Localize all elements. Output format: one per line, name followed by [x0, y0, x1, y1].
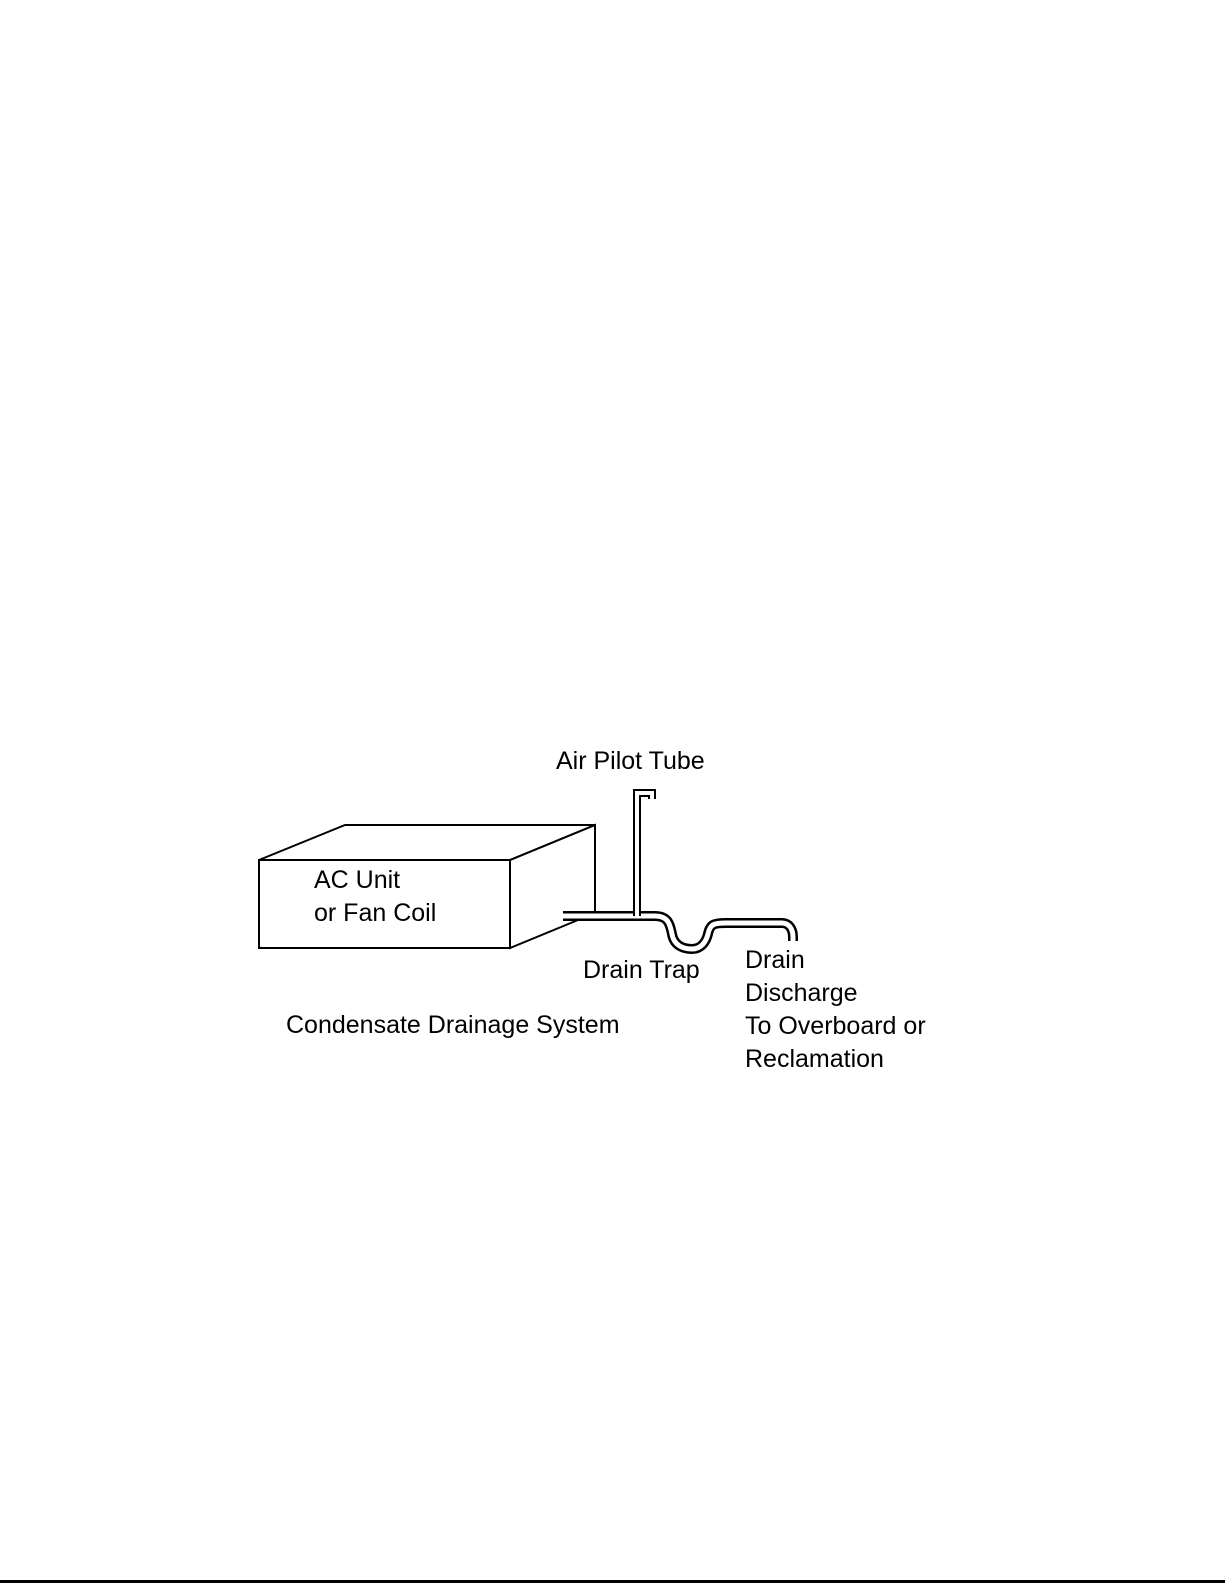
air-pilot-tube [637, 793, 652, 916]
ac-unit-side-face [510, 825, 595, 948]
diagram-caption: Condensate Drainage System [286, 1009, 620, 1042]
ac-unit-top-face [259, 825, 595, 860]
drain-discharge-label-line1: Drain [745, 944, 926, 977]
drain-discharge-label: Drain Discharge To Overboard or Reclamat… [745, 944, 926, 1076]
drain-discharge-label-line4: Reclamation [745, 1043, 926, 1076]
ac-unit-label-line2: or Fan Coil [314, 897, 436, 930]
drain-discharge-label-line3: To Overboard or [745, 1010, 926, 1043]
ac-unit-label: AC Unit or Fan Coil [314, 864, 436, 930]
air-pilot-tube-label: Air Pilot Tube [556, 745, 705, 778]
page-bottom-rule [0, 1580, 1225, 1583]
drain-discharge-label-line2: Discharge [745, 977, 926, 1010]
drain-trap-label: Drain Trap [583, 954, 700, 987]
ac-unit-label-line1: AC Unit [314, 864, 436, 897]
